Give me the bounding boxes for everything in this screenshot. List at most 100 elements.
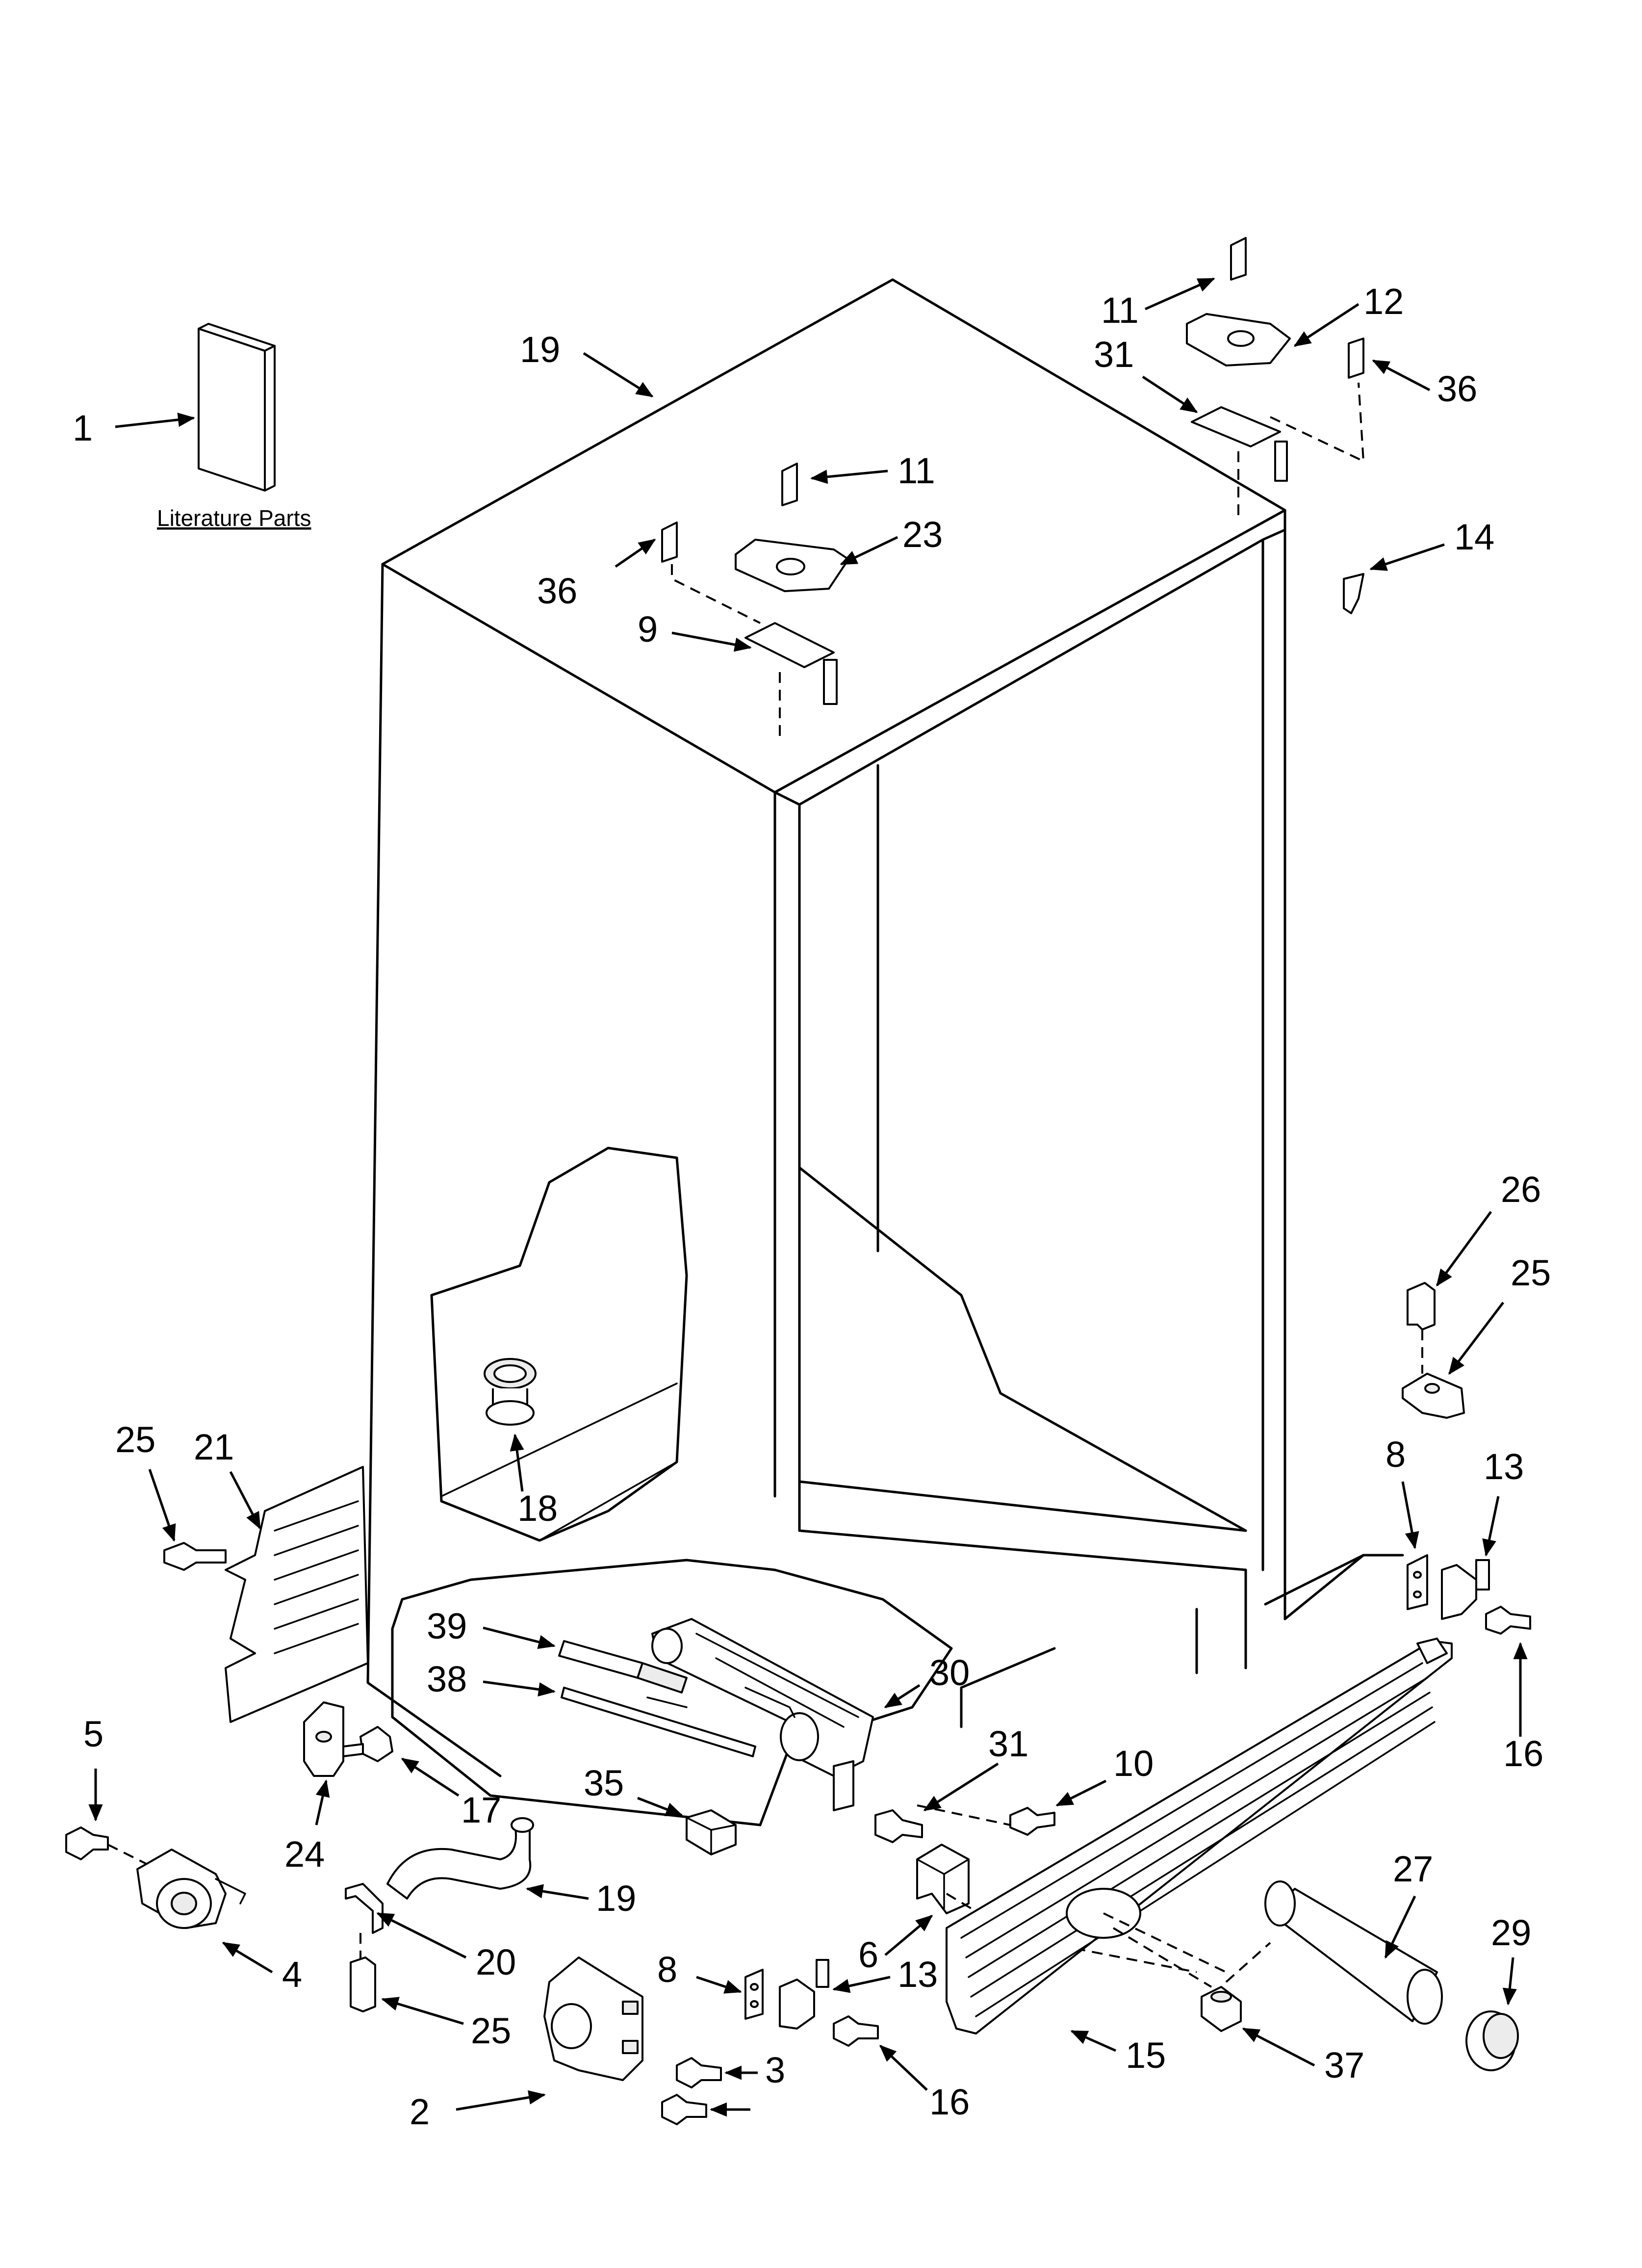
- arrow-8-bottom: [696, 1976, 742, 1994]
- arrow-35: [637, 1797, 683, 1817]
- callout-30: 29: [1491, 1912, 1531, 1953]
- arrow-38: [483, 1680, 556, 1697]
- arrow-17: [401, 1757, 460, 1797]
- callout-14: 14: [1454, 517, 1494, 557]
- arrow-32: [1142, 375, 1198, 414]
- callout-11-top: 11: [898, 450, 935, 491]
- callout-37: 37: [1324, 2045, 1364, 2086]
- top-hinge-right: [1186, 237, 1365, 614]
- callout-13-right: 13: [1484, 1446, 1524, 1487]
- literature-parts-caption: Literature Parts: [157, 505, 311, 531]
- arrow-39: [483, 1626, 556, 1649]
- arrow-30: [1502, 1957, 1517, 2006]
- cabinet-body: [366, 278, 1365, 1826]
- arrow-36-right: [1372, 359, 1431, 391]
- callout-36-right: 36: [1437, 368, 1477, 409]
- screw-5: [65, 1826, 109, 1860]
- arrow-29: [1384, 1895, 1416, 1959]
- arrow-31: [923, 1762, 999, 1812]
- screw-31: [874, 1809, 923, 1843]
- arrow-4: [222, 1941, 273, 1974]
- callout-25-top: 25: [115, 1419, 155, 1460]
- dash-37-29: [1225, 1942, 1271, 1983]
- arrow-12: [1293, 303, 1360, 347]
- pin-13-right: [1441, 1559, 1490, 1620]
- callout-1: 1: [73, 408, 93, 448]
- arrow-28: [884, 1684, 921, 1709]
- callout-2: 2: [410, 2091, 430, 2132]
- bracket-6: [916, 1844, 970, 1914]
- cap-35: [686, 1809, 737, 1855]
- bottom-hinge-2: [543, 1956, 643, 2081]
- arrow-36-left: [615, 538, 656, 568]
- clip-20: [345, 1883, 384, 1934]
- pin-13-bottom: [779, 1959, 829, 2030]
- arrow-13-bottom: [832, 1976, 891, 1993]
- screw-25-bottom: [350, 1956, 376, 2012]
- top-hinge-left: [661, 463, 849, 741]
- callout-18: 18: [517, 1488, 558, 1529]
- caster-4: [136, 1849, 246, 1929]
- callout-32: 31: [1094, 334, 1134, 375]
- callout-16-bottom: 16: [929, 2082, 970, 2122]
- screw-17: [359, 1726, 393, 1762]
- callout-9: 9: [638, 609, 658, 650]
- drain-tube-19: [386, 1817, 534, 1900]
- filter-29: [1264, 1880, 1443, 2025]
- callout-23: 23: [902, 514, 943, 555]
- arrow-22: [583, 352, 654, 398]
- arrow-27: [1436, 1211, 1492, 1287]
- arrow-24: [315, 1779, 330, 1825]
- arrow-14: [1369, 543, 1445, 571]
- rod-38: [561, 1687, 756, 1757]
- callout-3: 3: [765, 2050, 785, 2090]
- arrow-18: [510, 1434, 524, 1492]
- arrow-8-right: [1401, 1481, 1419, 1549]
- callout-28: 30: [929, 1652, 970, 1693]
- callout-20: 20: [476, 1942, 516, 1982]
- arrow-11-right: [1144, 277, 1215, 311]
- callout-6: 6: [858, 1934, 878, 1975]
- arrow-21: [229, 1471, 261, 1530]
- callout-39: 39: [427, 1606, 467, 1646]
- arrow-10: [1055, 1779, 1107, 1807]
- screw-10: [1009, 1807, 1055, 1836]
- callout-36-left: 36: [537, 571, 577, 611]
- arrow-2: [456, 2090, 546, 2111]
- arrow-25-bottom: [381, 1997, 464, 2025]
- arrow-23: [840, 536, 898, 566]
- callout-19: 19: [596, 1878, 636, 1919]
- arrow-25-top: [148, 1469, 176, 1542]
- callout-15: 15: [1126, 2035, 1166, 2076]
- grommet-18: [484, 1358, 537, 1426]
- screw-16-right: [1485, 1606, 1531, 1635]
- callout-4: 4: [282, 1954, 302, 1995]
- arrow-11-top: [810, 469, 888, 484]
- callout-21: 21: [194, 1427, 234, 1467]
- dash-31-10: [917, 1804, 1011, 1826]
- dash-grille: [1103, 1912, 1227, 1988]
- callout-10: 10: [1113, 1743, 1154, 1784]
- knob-37: [1201, 1986, 1242, 2032]
- vent-panel-21: [163, 1466, 369, 1723]
- hinge-plate-24: [303, 1701, 344, 1777]
- cap-30: [1465, 2010, 1519, 2071]
- callout-8-right: 8: [1385, 1434, 1406, 1475]
- callout-27: 26: [1501, 1169, 1541, 1210]
- arrow-20: [376, 1912, 467, 1959]
- bracket-26: [1402, 1373, 1465, 1419]
- callout-5: 5: [83, 1714, 103, 1754]
- arrow-37: [1242, 2027, 1315, 2067]
- screw-17-shank: [342, 1743, 364, 1757]
- arrow-13-right: [1482, 1496, 1500, 1557]
- callout-38: 38: [427, 1659, 467, 1699]
- callout-17: 17: [461, 1790, 501, 1830]
- literature-parts-booklet: [198, 323, 276, 492]
- callout-26: 25: [1511, 1252, 1551, 1293]
- callout-16-right: 16: [1503, 1733, 1543, 1774]
- callout-24: 24: [284, 1834, 325, 1875]
- arrow-26: [1448, 1302, 1504, 1375]
- screw-27: [1407, 1282, 1436, 1330]
- line-right-base: [1264, 1554, 1404, 1606]
